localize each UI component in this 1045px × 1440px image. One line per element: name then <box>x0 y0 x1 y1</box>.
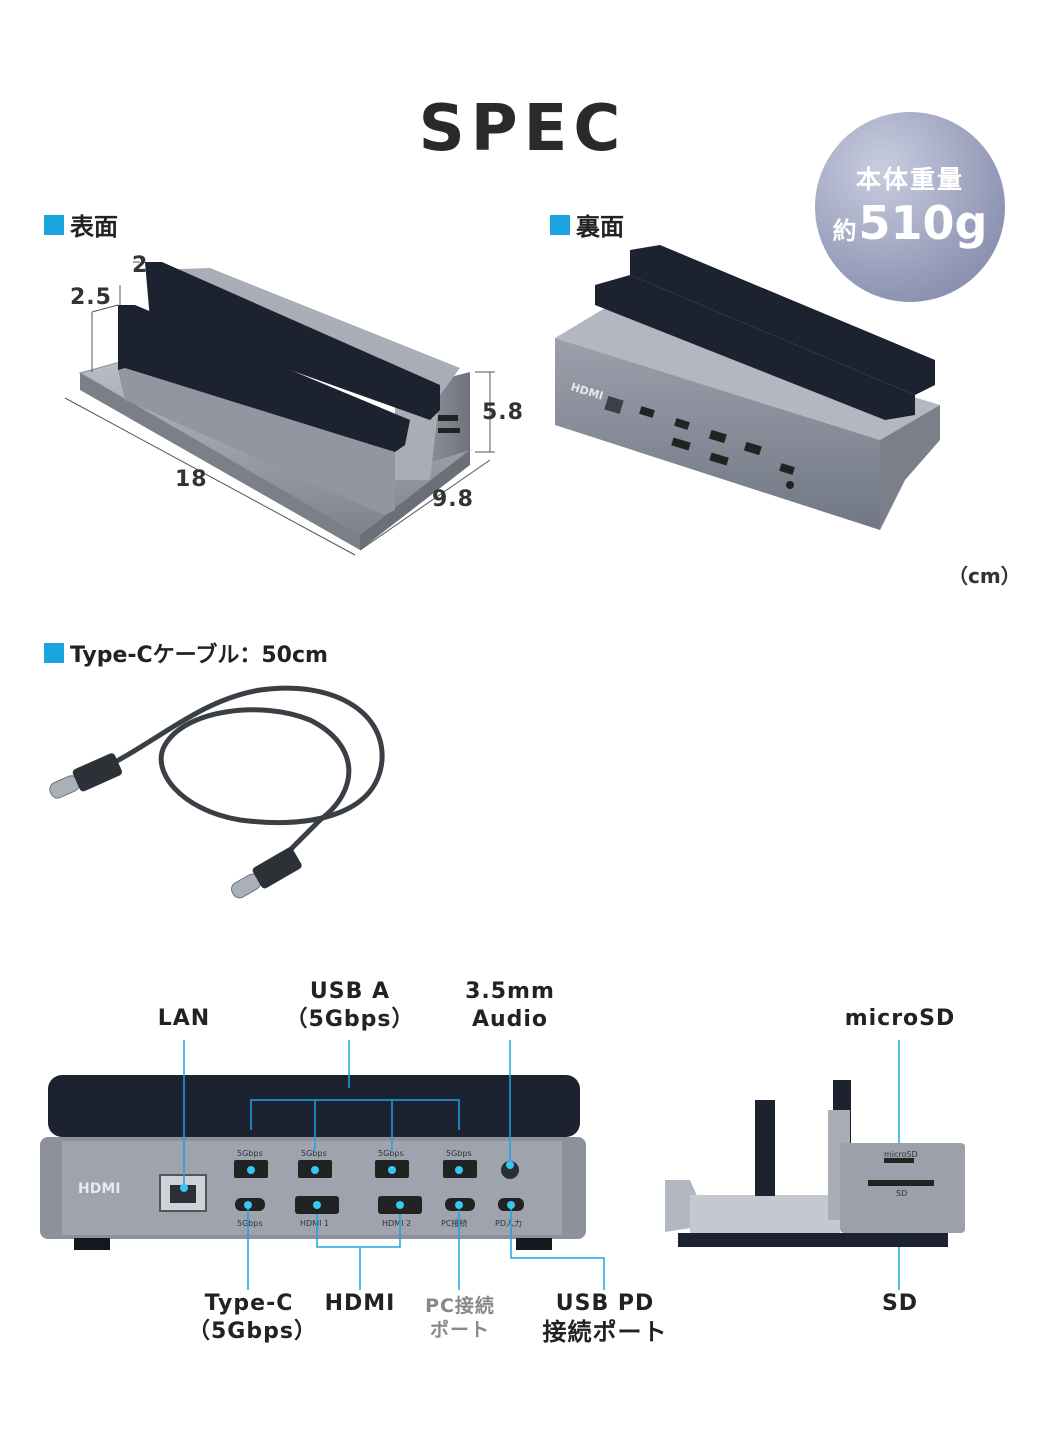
svg-text:HDMI 1: HDMI 1 <box>300 1219 329 1228</box>
dim-thickness: 2 <box>132 253 149 278</box>
svg-text:5Gbps: 5Gbps <box>237 1219 263 1228</box>
svg-text:microSD: microSD <box>884 1150 918 1159</box>
weight-value: 510g <box>858 196 988 250</box>
svg-text:5Gbps: 5Gbps <box>301 1149 327 1158</box>
dim-length: 18 <box>175 467 208 492</box>
blue-square-icon <box>44 214 64 235</box>
section-front-label: 表面 <box>44 207 118 242</box>
dim-slot-width: 2.5 <box>70 285 112 310</box>
unit-label: （cm） <box>948 564 1021 588</box>
svg-text:SD: SD <box>896 1189 907 1198</box>
svg-text:PD入力: PD入力 <box>495 1218 522 1228</box>
section-back-label: 裏面 <box>550 207 624 242</box>
blue-square-icon <box>44 643 64 663</box>
blue-square-icon <box>550 214 570 235</box>
svg-text:PC接続: PC接続 <box>441 1218 467 1228</box>
weight-prefix: 約 <box>832 217 857 245</box>
weight-label: 本体重量 <box>855 165 964 194</box>
section-cable-label: Type-Cケーブル：50cm <box>44 637 328 669</box>
svg-text:5Gbps: 5Gbps <box>237 1149 263 1158</box>
hdmi-logo-back: HDMI <box>569 380 605 402</box>
weight-value-line: 約510g <box>815 196 1005 250</box>
dim-height: 5.8 <box>482 400 524 425</box>
weight-badge: 本体重量 約510g <box>815 112 1005 302</box>
callout-sd: SD <box>881 1291 919 1316</box>
dim-depth: 9.8 <box>432 487 474 512</box>
callout-lan: LAN <box>157 1006 211 1031</box>
callout-usb-a: USB A（5Gbps） <box>285 979 415 1032</box>
callout-type-c: Type-C（5Gbps） <box>188 1291 317 1344</box>
svg-text:5Gbps: 5Gbps <box>446 1149 472 1158</box>
svg-text:5Gbps: 5Gbps <box>378 1149 404 1158</box>
callout-microsd: microSD <box>844 1006 956 1031</box>
callout-hdmi: HDMI <box>324 1291 396 1316</box>
callout-pc-port: PC接続ポート <box>425 1295 495 1341</box>
page-title: SPEC <box>418 92 627 166</box>
svg-text:HDMI: HDMI <box>78 1181 120 1197</box>
svg-text:HDMI 2: HDMI 2 <box>382 1219 411 1228</box>
